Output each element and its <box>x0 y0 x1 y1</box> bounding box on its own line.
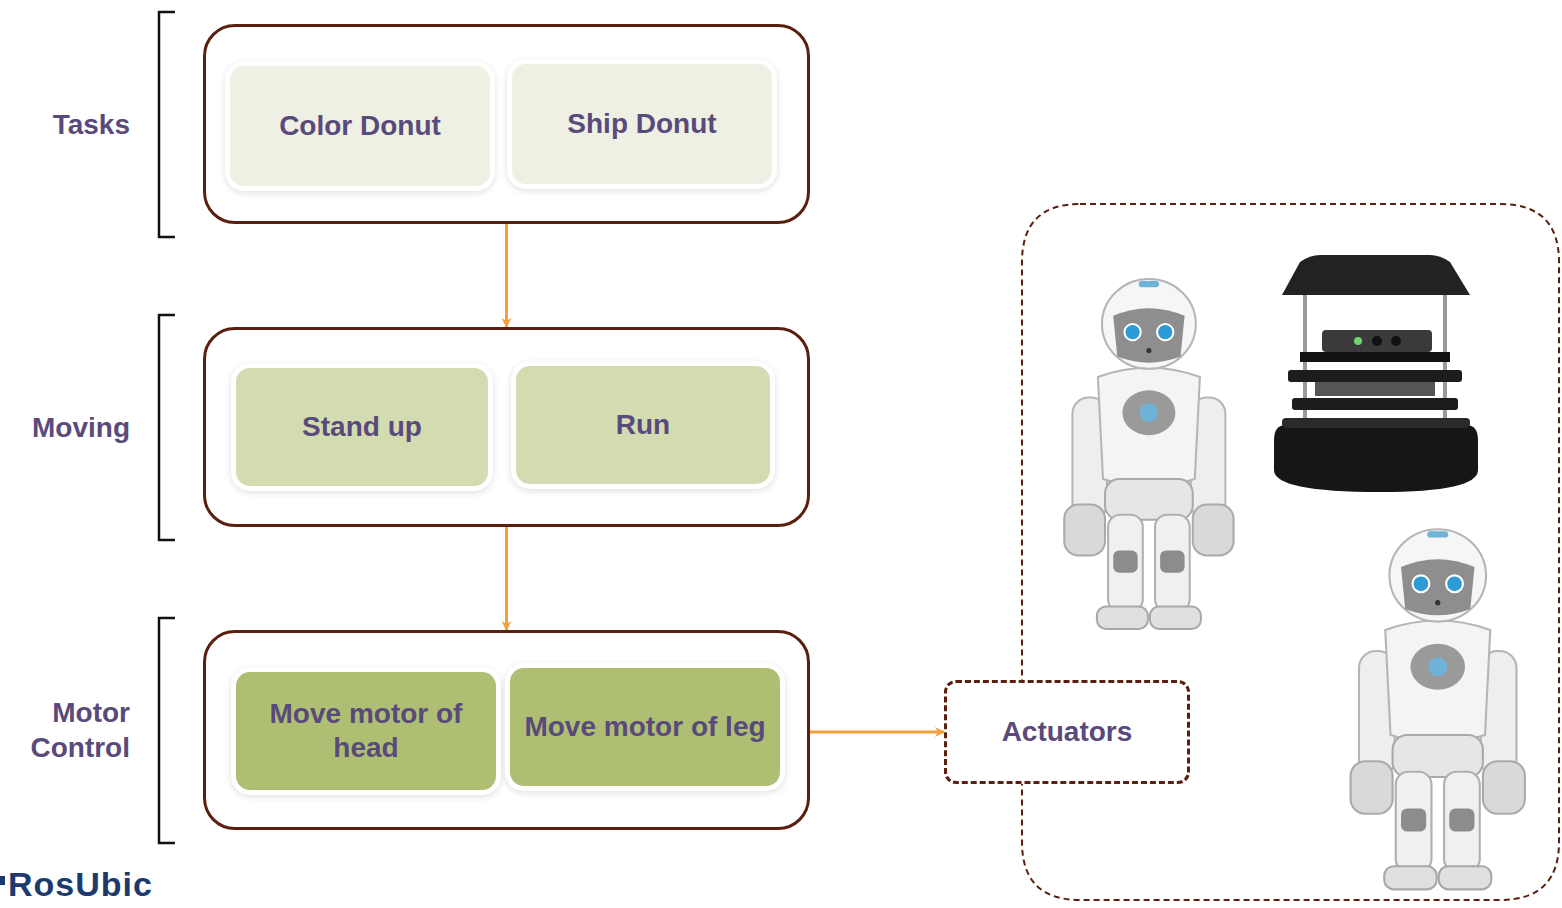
flow-arrow <box>810 731 944 734</box>
layer-box: TasksColor DonutShip Donut <box>203 24 810 224</box>
logo-text: RosUbic <box>8 866 153 903</box>
process-box: Stand up <box>236 368 488 486</box>
layer-box: Motor ControlMove motor of headMove moto… <box>203 630 810 830</box>
box-label: Actuators <box>1002 715 1133 749</box>
actuator-box: Actuators <box>944 680 1190 784</box>
flow-arrow <box>505 224 508 327</box>
flow-arrow <box>505 527 508 630</box>
process-box: Move motor of leg <box>510 668 780 786</box>
box-label: Stand up <box>302 410 422 444</box>
layer-label: Moving <box>12 410 130 445</box>
box-label: Run <box>616 408 670 442</box>
box-label: Move motor of leg <box>524 710 765 744</box>
box-label: Move motor of head <box>246 697 486 764</box>
process-box: Move motor of head <box>236 672 496 790</box>
process-box: Color Donut <box>230 66 490 186</box>
layer-label: Tasks <box>12 107 130 142</box>
process-box: Ship Donut <box>512 64 772 184</box>
box-label: Color Donut <box>279 109 441 143</box>
layer-label: Motor Control <box>12 695 130 765</box>
layer-box: MovingStand upRun <box>203 327 810 527</box>
box-label: Ship Donut <box>567 107 716 141</box>
process-box: Run <box>516 366 770 484</box>
